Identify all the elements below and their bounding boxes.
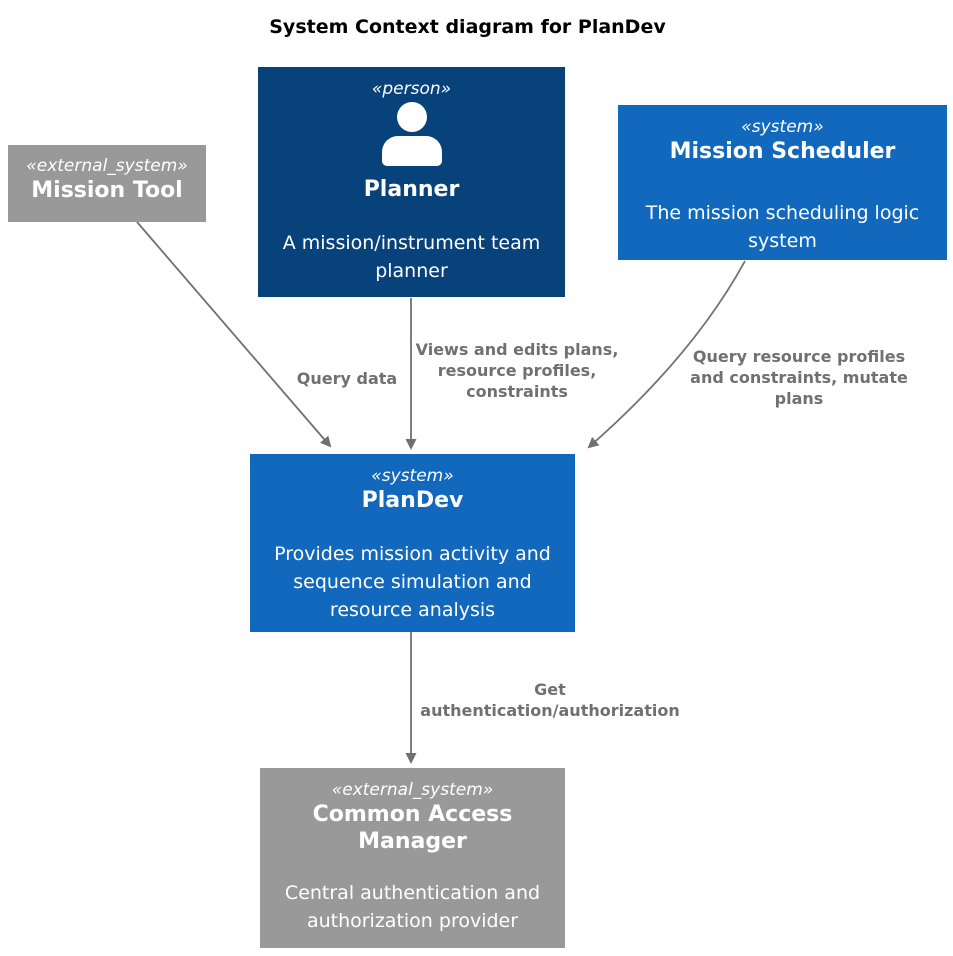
plandev-name: PlanDev (361, 488, 464, 513)
node-planner: «person» Planner A mission/instrument te… (258, 67, 565, 297)
person-icon-head (396, 102, 427, 132)
node-mission-scheduler: «system» Mission Scheduler The mission s… (618, 105, 947, 260)
node-mission-tool: «external_system» Mission Tool (8, 145, 206, 222)
mission-scheduler-name: Mission Scheduler (669, 139, 896, 164)
common-access-manager-stereotype: «external_system» (331, 780, 494, 800)
mission-tool-stereotype: «external_system» (26, 156, 188, 176)
diagram-title: System Context diagram for PlanDev (269, 16, 666, 38)
planner-name: Planner (363, 177, 460, 202)
edge-label-query-data: Query data (296, 369, 398, 388)
edge-label-get-authentication: Get authentication/authorization (420, 680, 680, 720)
plandev-stereotype: «system» (371, 466, 454, 486)
mission-scheduler-stereotype: «system» (741, 117, 824, 137)
edge-label-views-and-edits-plans: Views and edits plans, resource profiles… (415, 340, 619, 401)
planner-stereotype: «person» (371, 79, 452, 99)
planner-description: A mission/instrument team planner (282, 232, 541, 282)
edge-mission-tool-to-plandev (136, 221, 332, 448)
common-access-manager-description: Central authentication and authorization… (284, 882, 541, 932)
common-access-manager-name: Common Access Manager (312, 802, 513, 854)
mission-tool-name: Mission Tool (31, 178, 183, 203)
plandev-description: Provides mission activity and sequence s… (274, 543, 551, 621)
person-icon-body (381, 136, 442, 166)
person-icon (380, 102, 444, 166)
edge-label-query-resource-profiles: Query resource profiles and constraints,… (690, 347, 908, 408)
node-common-access-manager: «external_system» Common Access Manager … (260, 768, 565, 948)
edge-mission-scheduler-to-plandev (587, 260, 746, 449)
mission-scheduler-description: The mission scheduling logic system (645, 202, 920, 252)
node-plandev: «system» PlanDev Provides mission activi… (250, 454, 575, 632)
